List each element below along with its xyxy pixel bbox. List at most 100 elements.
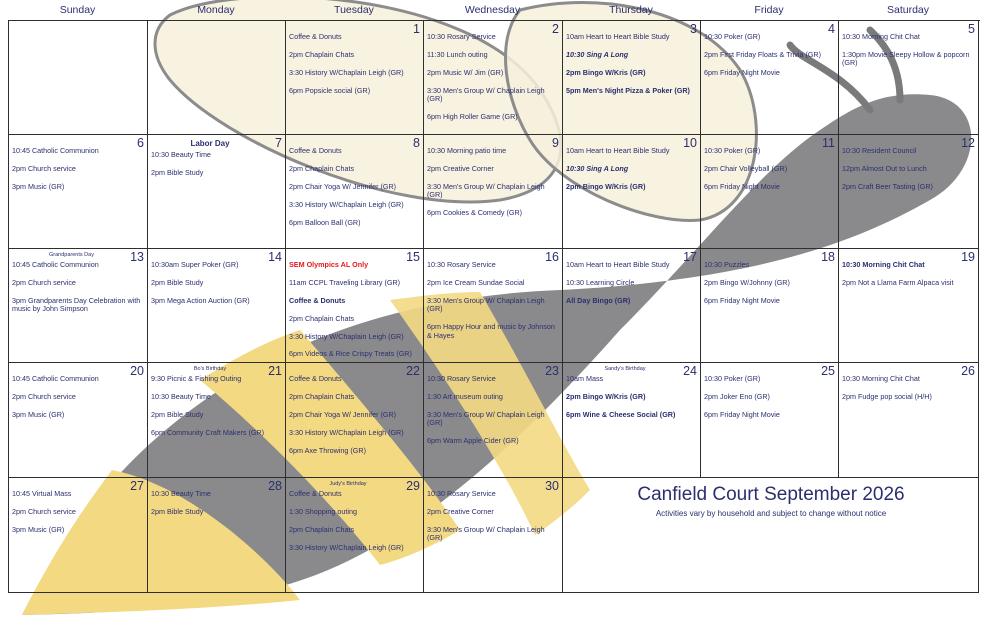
- event-item: 3:30 Men's Group W/ Chaplain Leigh (GR): [427, 181, 545, 200]
- day-number: 5: [968, 22, 975, 36]
- special-day-label: Grandparents Day: [49, 252, 94, 258]
- event-item: 3pm Music (GR): [12, 409, 65, 419]
- event-item: 6pm Friday Night Movie: [704, 295, 780, 305]
- event-item: 10:30 Morning Chit Chat: [842, 374, 920, 383]
- special-day-label: Labor Day: [190, 139, 230, 148]
- event-item: 10:30 Rosary Service: [427, 260, 496, 269]
- event-item: 10am Mass: [566, 374, 604, 383]
- event-item: SEM Olympics AL Only: [289, 260, 369, 269]
- event-item: 3:30 Men's Group W/ Chaplain Leigh (GR): [427, 409, 545, 428]
- day-number: 13: [130, 250, 144, 264]
- day-number: 16: [545, 250, 559, 264]
- day-number: 29: [406, 479, 420, 493]
- event-item: 2pm Fudge pop social (H/H): [842, 391, 932, 401]
- event-item: 10am Heart to Heart Bible Study: [566, 32, 670, 41]
- event-item: 3:30 History W/Chaplain Leigh (GR): [289, 199, 404, 209]
- day-number: 2: [552, 22, 559, 36]
- event-item: 3:30 Men's Group W/ Chaplain Leigh (GR): [427, 295, 545, 314]
- weekday-friday: Friday: [754, 4, 784, 16]
- weekday-sunday: Sunday: [59, 4, 96, 16]
- day-number: 27: [130, 479, 144, 493]
- event-item: 2pm Chaplain Chats: [289, 524, 355, 534]
- day-number: 6: [137, 136, 144, 150]
- event-item: 6pm Balloon Ball (GR): [289, 217, 361, 227]
- event-item: All Day Bingo (GR): [566, 295, 631, 305]
- event-item: 6pm Friday Night Movie: [704, 67, 780, 77]
- event-item: 3:30 History W/Chaplain Leigh (GR): [289, 542, 404, 552]
- day-number: 25: [821, 364, 835, 378]
- event-item: 10:30 Morning Chit Chat: [842, 32, 920, 41]
- special-day-label: Sandy's Birthday: [604, 366, 646, 372]
- day-number: 9: [552, 136, 559, 150]
- event-item: 6pm Axe Throwing (GR): [289, 445, 366, 455]
- event-item: 2pm Chaplain Chats: [289, 49, 355, 59]
- day-number: 11: [822, 136, 835, 150]
- event-item: 6pm Friday Night Movie: [704, 409, 780, 419]
- event-item: 10:30 Beauty Time: [151, 150, 211, 159]
- event-item: 6pm Wine & Cheese Social (GR): [566, 409, 676, 419]
- event-item: 10:30am Super Poker (GR): [151, 260, 239, 269]
- event-item: 1:30 Art museum outing: [427, 391, 503, 401]
- day-number: 21: [268, 364, 282, 378]
- event-item: 2pm Not a Llama Farm Alpaca visit: [842, 277, 954, 287]
- event-item: 10:30 Learning Circle: [566, 277, 635, 287]
- event-item: 3:30 History W/Chaplain Leigh (GR): [289, 67, 404, 77]
- event-item: 10:30 Rosary Service: [427, 489, 496, 498]
- event-item: 6pm Friday Night Movie: [704, 181, 780, 191]
- day-number: 20: [130, 364, 144, 378]
- day-number: 15: [406, 250, 420, 264]
- day-number: 7: [275, 136, 282, 150]
- event-item: 2pm Bingo W/Johnny (GR): [704, 277, 790, 287]
- weekday-saturday: Saturday: [886, 4, 930, 16]
- event-item: 6pm Community Craft Makers (GR): [151, 427, 265, 437]
- event-item: 10:30 Puzzles: [704, 260, 750, 269]
- event-item: 6pm High Roller Game (GR): [427, 112, 518, 122]
- day-number: 26: [961, 364, 975, 378]
- weekday-monday: Monday: [197, 4, 235, 16]
- event-item: 2pm Chair Yoga W/ Jennifer (GR): [289, 181, 397, 191]
- event-item: 2pm Bible Study: [151, 506, 204, 516]
- event-item: 10:30 Poker (GR): [704, 374, 761, 383]
- event-list: 10:30 Poker (GR)2pm Chair Volleyball (GR…: [704, 146, 836, 191]
- event-item: 10:45 Catholic Communion: [12, 374, 99, 383]
- event-item: 2pm Church service: [12, 391, 76, 401]
- event-item: 2pm Church service: [12, 163, 76, 173]
- event-item: 3:30 History W/Chaplain Leigh (GR): [289, 427, 404, 437]
- day-number: 17: [683, 250, 697, 264]
- event-item: Coffee & Donuts: [289, 295, 346, 305]
- event-list: 10:30 Poker (GR)2pm First Friday Floats …: [704, 32, 836, 77]
- event-item: 2pm Church service: [12, 506, 76, 516]
- special-day-label: Judy's Birthday: [329, 481, 367, 487]
